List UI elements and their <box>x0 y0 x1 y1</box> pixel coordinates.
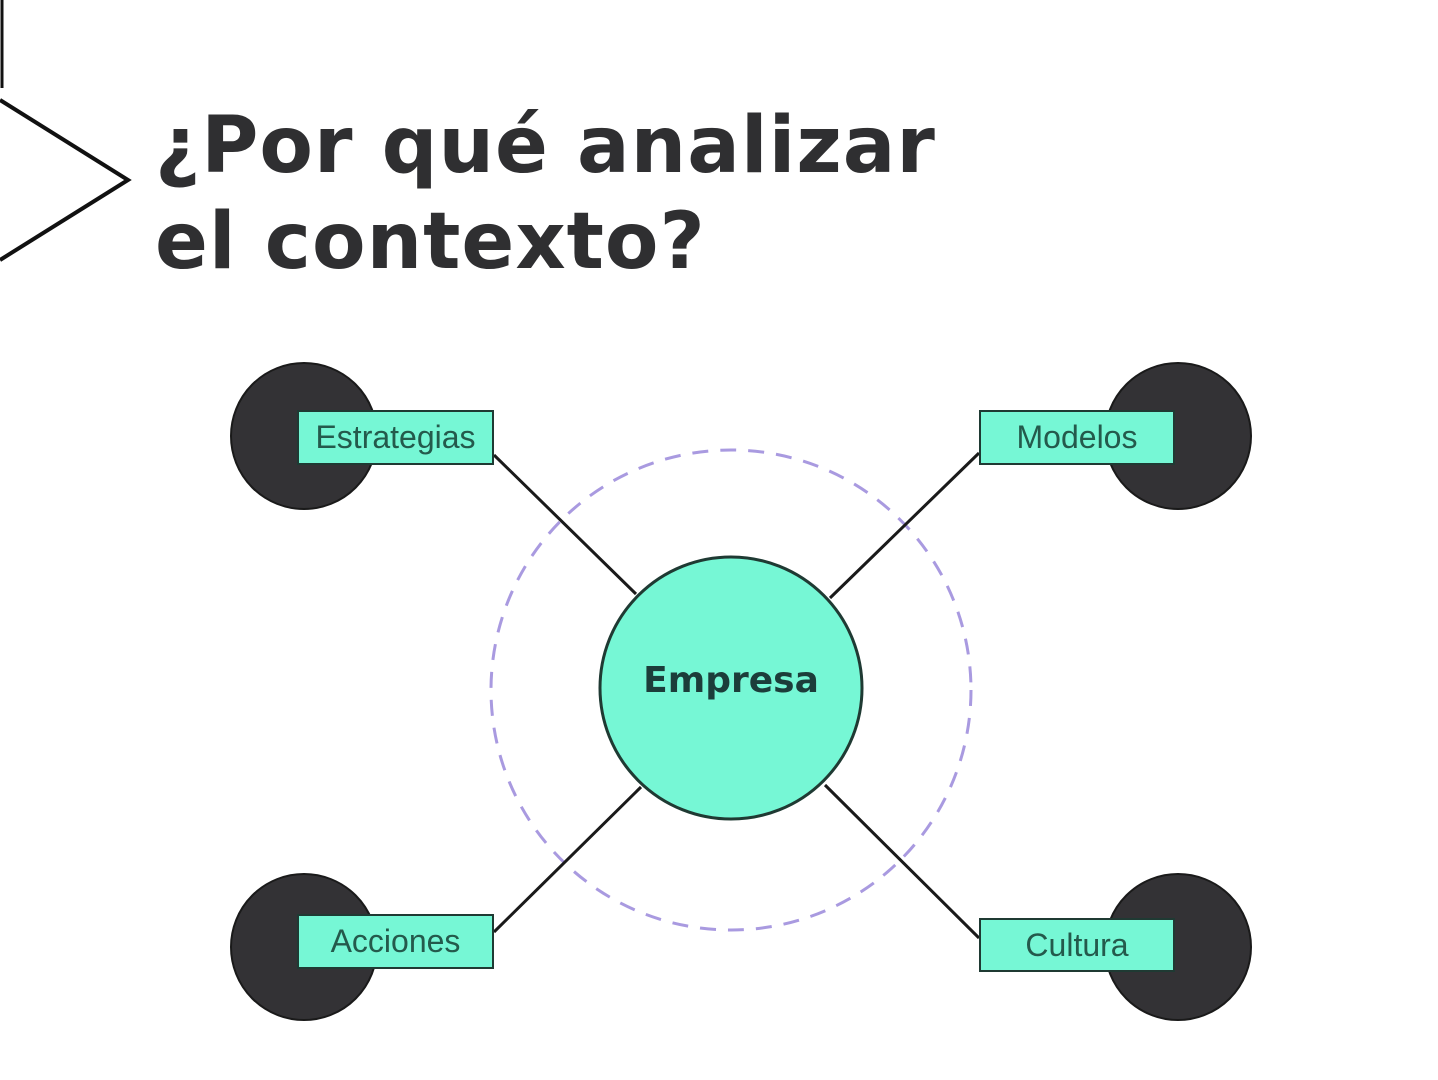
chevron-right-icon <box>0 98 132 262</box>
center-circle <box>598 555 864 821</box>
title-line-1: ¿Por qué analizar <box>155 101 936 191</box>
connector-modelos <box>828 451 981 600</box>
connector-estrategias <box>492 453 638 596</box>
connector-acciones <box>492 785 643 934</box>
node-label-cultura: Cultura <box>979 918 1175 972</box>
page-title: ¿Por qué analizar el contexto? <box>155 98 936 290</box>
node-label-acciones: Acciones <box>297 914 494 969</box>
center-label: Empresa <box>643 660 819 701</box>
node-label-estrategias: Estrategias <box>297 410 494 465</box>
dashed-ring <box>489 448 973 932</box>
title-line-2: el contexto? <box>155 197 706 287</box>
connector-cultura <box>823 783 981 940</box>
node-label-modelos: Modelos <box>979 410 1175 465</box>
